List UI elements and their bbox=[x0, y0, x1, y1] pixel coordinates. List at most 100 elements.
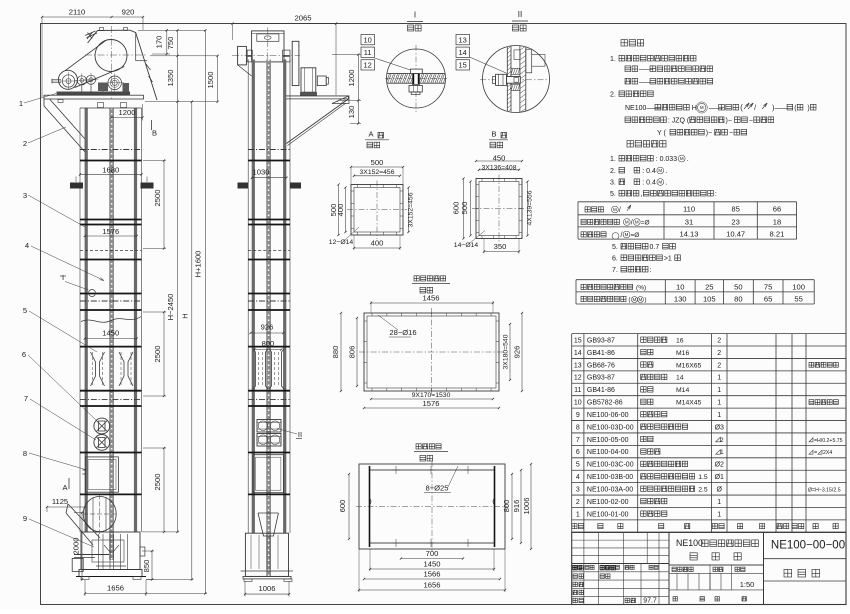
svg-text:130: 130 bbox=[347, 106, 356, 119]
svg-text:700: 700 bbox=[426, 549, 439, 558]
svg-text:850: 850 bbox=[142, 560, 151, 573]
svg-text:GB41-86: GB41-86 bbox=[587, 350, 615, 357]
svg-text:5: 5 bbox=[23, 306, 27, 315]
svg-text:1450: 1450 bbox=[424, 560, 441, 569]
svg-text:1.: 1. bbox=[610, 156, 616, 163]
svg-text:M: M bbox=[639, 297, 643, 302]
svg-text:2500: 2500 bbox=[153, 346, 162, 363]
svg-text:4: 4 bbox=[25, 241, 29, 250]
svg-text:1: 1 bbox=[717, 499, 721, 506]
svg-text:12: 12 bbox=[364, 61, 372, 70]
svg-text:600: 600 bbox=[452, 202, 461, 215]
svg-text:1.5: 1.5 bbox=[698, 474, 708, 481]
svg-text:)——: )—— bbox=[772, 105, 788, 112]
svg-text:1200: 1200 bbox=[347, 70, 356, 87]
svg-text:.: . bbox=[665, 180, 667, 187]
svg-text:NE100−00−00: NE100−00−00 bbox=[771, 540, 845, 552]
svg-text:13: 13 bbox=[574, 362, 582, 369]
svg-text:85: 85 bbox=[731, 204, 739, 213]
svg-text:10: 10 bbox=[574, 400, 582, 407]
svg-text:1006: 1006 bbox=[259, 584, 276, 593]
svg-text:B: B bbox=[491, 130, 496, 139]
svg-text:: 0.4: : 0.4 bbox=[642, 180, 656, 187]
svg-text:5: 5 bbox=[576, 462, 580, 469]
svg-text:14: 14 bbox=[676, 375, 684, 382]
svg-text:Y (: Y ( bbox=[657, 130, 666, 137]
svg-text:2065: 2065 bbox=[294, 14, 311, 23]
svg-text:1576: 1576 bbox=[102, 227, 119, 236]
svg-text:2.5: 2.5 bbox=[698, 486, 708, 493]
svg-text:——: —— bbox=[709, 105, 723, 112]
svg-text:): ) bbox=[807, 105, 809, 112]
svg-text:28−Ø16: 28−Ø16 bbox=[389, 328, 416, 337]
svg-text:5.: 5. bbox=[610, 191, 616, 198]
svg-text:Ø: Ø bbox=[717, 486, 723, 493]
svg-text:A: A bbox=[62, 483, 67, 492]
svg-text:130: 130 bbox=[674, 295, 687, 304]
svg-text:2X4: 2X4 bbox=[823, 450, 832, 456]
svg-text:1: 1 bbox=[717, 511, 721, 518]
svg-text:II: II bbox=[298, 430, 302, 439]
svg-text:4X139=556: 4X139=556 bbox=[527, 190, 534, 225]
svg-text:NE100-01-00: NE100-01-00 bbox=[587, 511, 629, 518]
svg-text:2110: 2110 bbox=[69, 8, 86, 17]
svg-text:NE100-06-00: NE100-06-00 bbox=[587, 412, 629, 419]
svg-text:7.: 7. bbox=[612, 267, 618, 274]
svg-text:>1: >1 bbox=[664, 256, 672, 263]
svg-text:/: / bbox=[754, 105, 756, 112]
svg-text:)−: )− bbox=[706, 130, 712, 137]
svg-text:1: 1 bbox=[717, 412, 721, 419]
svg-text:55: 55 bbox=[794, 295, 802, 304]
svg-text:8: 8 bbox=[576, 424, 580, 431]
svg-text:1566: 1566 bbox=[424, 570, 441, 579]
svg-text:2500: 2500 bbox=[153, 474, 162, 491]
svg-text:I: I bbox=[62, 273, 64, 282]
svg-text:110: 110 bbox=[683, 204, 695, 213]
svg-text:1350: 1350 bbox=[166, 70, 175, 87]
svg-text:1576: 1576 bbox=[423, 399, 440, 408]
svg-text:1: 1 bbox=[19, 99, 23, 108]
svg-text:1200: 1200 bbox=[119, 108, 136, 117]
svg-text:Ø=H−3.15/2.5: Ø=H−3.15/2.5 bbox=[808, 487, 841, 493]
svg-text:7: 7 bbox=[576, 437, 580, 444]
svg-text:M: M bbox=[700, 105, 704, 110]
svg-text:GB93-87: GB93-87 bbox=[587, 337, 615, 344]
svg-text:7: 7 bbox=[24, 394, 28, 403]
svg-text:97.7: 97.7 bbox=[643, 598, 657, 605]
svg-text:(: ( bbox=[628, 297, 631, 304]
svg-text:806: 806 bbox=[348, 346, 357, 359]
svg-text:=Ø: =Ø bbox=[641, 220, 650, 227]
svg-text:926: 926 bbox=[261, 322, 274, 331]
svg-text:M: M bbox=[625, 220, 629, 225]
svg-text:1: 1 bbox=[717, 375, 721, 382]
svg-text:H−2450: H−2450 bbox=[166, 294, 175, 321]
svg-text:M: M bbox=[658, 180, 662, 185]
svg-text:1.: 1. bbox=[610, 56, 616, 63]
svg-text:Ø3: Ø3 bbox=[715, 424, 724, 431]
svg-text:0.7: 0.7 bbox=[650, 244, 660, 251]
svg-text:2: 2 bbox=[717, 337, 721, 344]
svg-text:25: 25 bbox=[705, 283, 713, 292]
svg-text:880: 880 bbox=[331, 346, 340, 359]
svg-text:3: 3 bbox=[576, 486, 580, 493]
svg-text:750: 750 bbox=[166, 37, 175, 50]
svg-text:H: H bbox=[181, 313, 190, 318]
svg-text:1656: 1656 bbox=[424, 581, 441, 590]
svg-text:2.: 2. bbox=[610, 92, 616, 99]
svg-text:NE100——: NE100—— bbox=[625, 105, 660, 112]
svg-text:,: , bbox=[640, 191, 642, 198]
svg-text:15: 15 bbox=[459, 61, 467, 70]
svg-text:75: 75 bbox=[764, 283, 772, 292]
svg-text:2.: 2. bbox=[610, 168, 616, 175]
svg-text:450: 450 bbox=[493, 154, 506, 163]
svg-text:6: 6 bbox=[576, 449, 580, 456]
svg-text:2000: 2000 bbox=[72, 538, 81, 555]
svg-text:(: ( bbox=[740, 103, 743, 112]
svg-text:1500: 1500 bbox=[206, 72, 215, 89]
svg-text:1: 1 bbox=[576, 511, 580, 518]
svg-text:31: 31 bbox=[685, 217, 693, 226]
svg-text:50: 50 bbox=[734, 283, 742, 292]
svg-text:14: 14 bbox=[574, 350, 582, 357]
svg-text:100: 100 bbox=[792, 283, 805, 292]
svg-text:NE100-03A-00: NE100-03A-00 bbox=[587, 486, 633, 493]
